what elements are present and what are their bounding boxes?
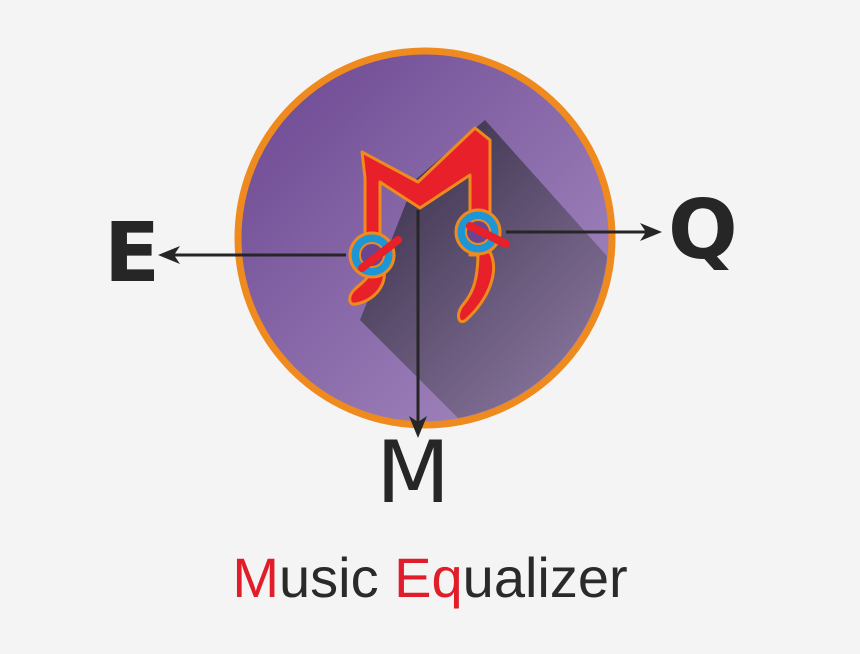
title-accent-eq: Eq [394,546,463,609]
knob-icon [348,231,402,279]
title-accent-m: M [232,546,280,609]
title-text-usic: usic [279,546,395,609]
letter-q: Q [668,183,738,278]
arrow-icon [409,210,427,438]
knob-icon [454,208,510,256]
letter-e: E [104,206,161,301]
arrow-icon [506,223,662,241]
note-shadow [360,120,608,421]
letter-m: M [376,423,451,523]
logo-title: Music Equalizer [0,545,860,610]
arrow-icon [158,246,346,264]
title-text-ualizer: ualizer [462,546,628,609]
